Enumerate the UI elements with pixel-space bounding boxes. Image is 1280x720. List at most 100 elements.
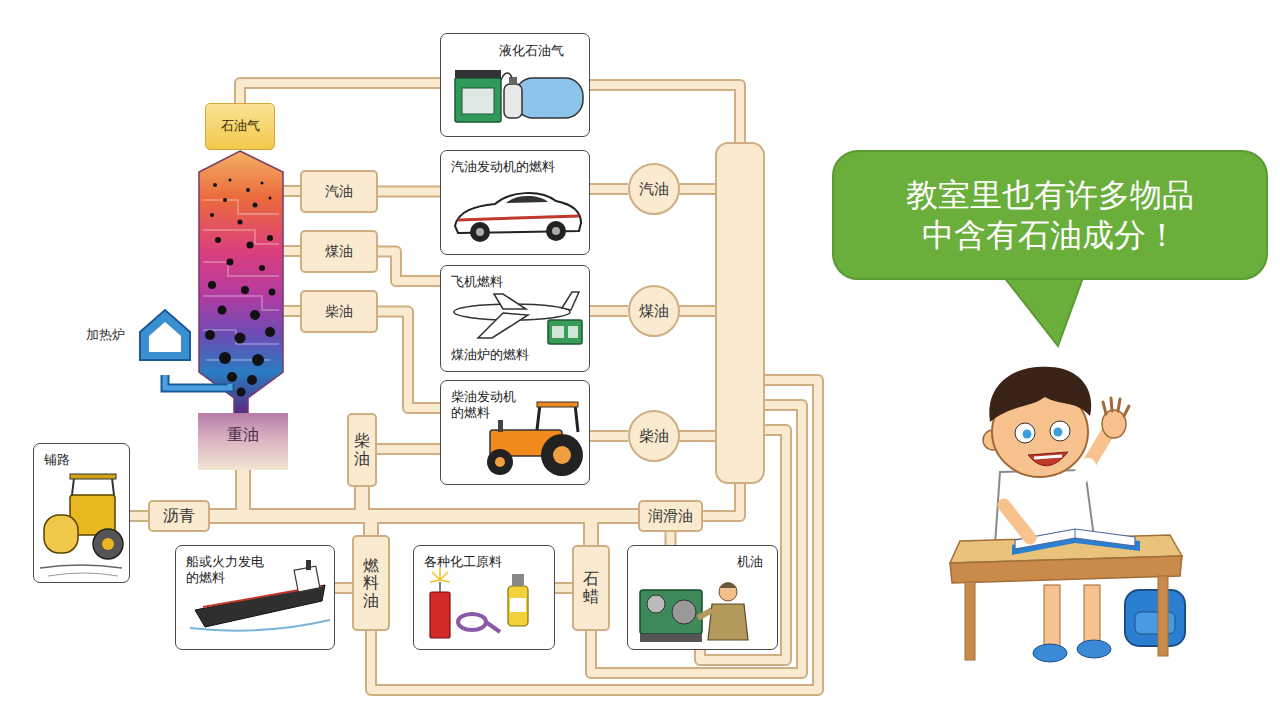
product-box: 铺路 [33, 443, 130, 583]
car-picture [458, 216, 579, 220]
distillation-column [199, 151, 283, 414]
lpg-picture [504, 84, 522, 118]
boy-figure [1158, 576, 1168, 656]
fraction-box: 煤油 [300, 230, 378, 273]
node-text: 飞机燃料 [451, 274, 503, 290]
node-text: 重油 [227, 425, 259, 445]
distillation-column [205, 179, 276, 397]
node-text: 各种化工原料 [424, 554, 502, 570]
plane-picture [478, 313, 528, 338]
pipe-connector [378, 186, 440, 198]
distillation-column [227, 259, 234, 266]
bubble-tail [1000, 272, 1085, 346]
node-text: 液化石油气 [499, 43, 564, 59]
node-text: 柴油发动机 的燃料 [451, 389, 520, 422]
pipe-network [676, 307, 718, 315]
pipe-fill [555, 584, 572, 592]
product-circle: 汽油 [628, 163, 680, 215]
distillation-column [269, 289, 276, 296]
node-text: 燃料油 [363, 557, 379, 610]
workshop-picture [647, 595, 665, 613]
pipe-band: 石蜡 [572, 545, 610, 631]
node-text: 汽油 [325, 183, 353, 201]
pipe-connector [240, 83, 440, 103]
fraction-box: 润滑油 [638, 500, 703, 532]
residue-box: 重油 [198, 413, 288, 470]
pipe-fill [590, 307, 628, 315]
pipe-network [280, 85, 818, 690]
boy-figure [1034, 456, 1062, 458]
collector-tank [716, 143, 764, 483]
distillation-column [227, 372, 237, 382]
heater-furnace [140, 310, 190, 360]
boy-figure [1050, 421, 1070, 441]
chemicals-picture [458, 614, 486, 630]
product-box: 各种化工原料 [413, 545, 555, 650]
fraction-box: 石油气 [205, 103, 275, 150]
boy-figure [1103, 398, 1129, 416]
boy-figure [989, 367, 1091, 422]
boy-figure [965, 582, 975, 660]
workshop-picture [708, 604, 748, 640]
workshop-picture [640, 634, 702, 642]
tractor-picture [487, 402, 583, 476]
distillation-column [246, 188, 250, 192]
boy-figure [1004, 505, 1030, 538]
heater-furnace [140, 310, 230, 388]
lpg-picture [455, 78, 501, 122]
distillation-column [259, 265, 265, 271]
car-picture [455, 193, 581, 242]
product-box: 液化石油气 [440, 33, 590, 137]
pipe-connector [590, 430, 628, 442]
pipe-connector [335, 582, 352, 594]
chemicals-picture [439, 582, 441, 592]
distillation-column [199, 151, 283, 414]
pipe-network [700, 480, 740, 516]
boy-figure [1135, 612, 1175, 634]
distillation-column [208, 281, 216, 289]
ship-picture [195, 585, 325, 627]
distillation-column [210, 213, 214, 217]
node-text: 石蜡 [583, 570, 599, 605]
product-circle: 柴油 [628, 410, 680, 462]
boy-figure [1074, 466, 1088, 486]
workshop-picture [719, 583, 737, 601]
pipe-network [676, 430, 718, 442]
pipe-network [590, 85, 740, 146]
distillation-column [247, 242, 254, 249]
pipe-fill [335, 584, 352, 592]
distillation-column [203, 200, 279, 360]
pipe-network [280, 85, 818, 690]
pipe-fill [667, 532, 675, 545]
roller-picture [70, 474, 116, 479]
node-text: 汽油 [639, 180, 669, 199]
product-circle: 煤油 [628, 285, 680, 337]
pipe-fill [243, 470, 362, 516]
boy-figure [1033, 644, 1067, 662]
tractor-picture [487, 449, 513, 475]
lpg-picture [509, 77, 517, 84]
pipe-fill [130, 512, 148, 520]
heater-furnace [165, 375, 230, 388]
chemicals-picture [430, 568, 528, 638]
fraction-box: 汽油 [300, 170, 378, 213]
product-box: 船或火力发电 的燃料 [175, 545, 335, 650]
node-text: 煤油 [639, 302, 669, 321]
car-picture [470, 222, 490, 242]
workshop-picture [640, 590, 702, 634]
pipe-band: 柴油 [347, 413, 377, 487]
distillation-column [238, 220, 243, 225]
pipe-fill [378, 188, 440, 196]
node-text: 机油 [737, 554, 763, 570]
pipe-fill [130, 83, 671, 588]
boy-figure [1028, 452, 1068, 466]
fraction-box: 柴油 [300, 290, 378, 333]
pipe-fill [240, 83, 440, 103]
pipe-connector [377, 443, 440, 455]
distillation-column [261, 182, 264, 185]
roller-picture [72, 478, 114, 495]
workshop-picture [672, 600, 696, 624]
lpg-picture [455, 70, 501, 78]
